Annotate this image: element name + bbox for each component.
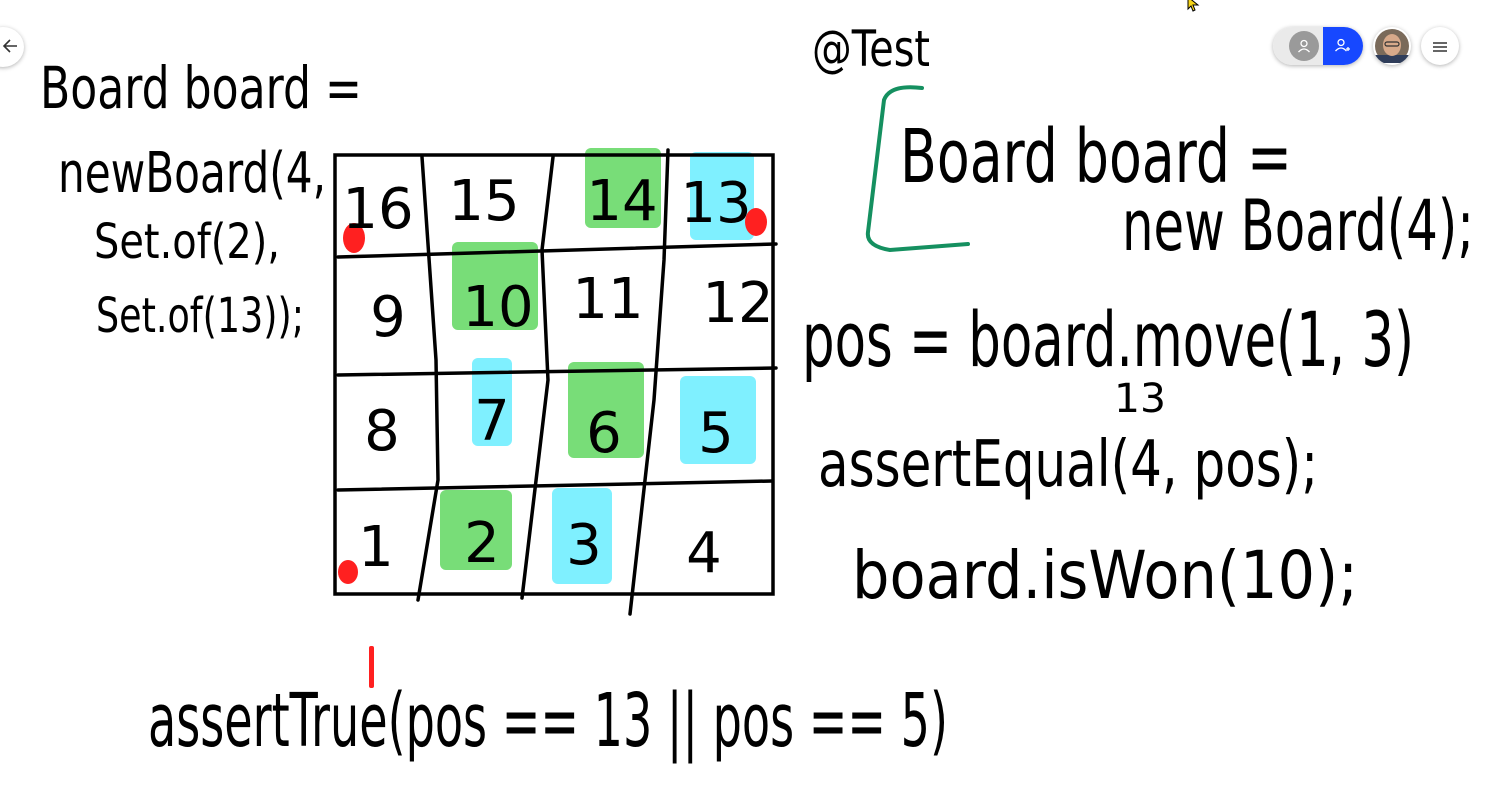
grid-numbers: 16 15 14 13 9 10 11 12 8 7 6 5 1 2 3 4 — [342, 169, 773, 586]
user-plus-icon — [1335, 37, 1351, 56]
green-highlight — [568, 362, 644, 458]
green-highlight — [440, 490, 512, 570]
cell-number: 1 — [358, 515, 394, 580]
cyan-highlight — [472, 358, 512, 446]
cell-number: 5 — [698, 401, 734, 466]
code-line: Set.of(2), — [94, 214, 280, 270]
mouse-cursor-icon — [1187, 0, 1201, 16]
cell-number: 2 — [464, 511, 500, 576]
code-line: Board board = — [900, 114, 1292, 200]
highlight-layer — [440, 148, 756, 584]
right-code-block: @Test Board board = new Board(4); pos = … — [802, 20, 1474, 614]
red-dot — [745, 208, 767, 236]
cyan-highlight — [690, 152, 754, 240]
user-icon — [1289, 31, 1319, 61]
top-right-toolbar — [1273, 27, 1459, 65]
code-line: board.isWon(10); — [852, 537, 1358, 614]
cell-number: 4 — [686, 521, 722, 586]
add-user-button[interactable] — [1323, 27, 1363, 65]
grid-lines — [333, 148, 778, 616]
code-line: new Board(4); — [1122, 185, 1474, 267]
green-highlight — [585, 148, 661, 228]
left-code-block: Board board = newBoard(4, Set.of(2), Set… — [40, 54, 362, 344]
cell-number: 8 — [364, 399, 400, 464]
code-line: newBoard(4, — [58, 141, 326, 206]
code-line: assertTrue(pos == 13 || pos == 5) — [148, 678, 948, 764]
avatar[interactable] — [1373, 27, 1411, 65]
red-markers — [338, 208, 767, 688]
cell-number: 9 — [370, 285, 406, 350]
hamburger-menu-icon — [1433, 37, 1447, 56]
code-line: pos = board.move(1, 3) — [802, 295, 1414, 384]
test-annotation: @Test — [812, 20, 930, 78]
cyan-highlight — [680, 376, 756, 464]
bottom-code-block: assertTrue(pos == 13 || pos == 5) — [148, 678, 948, 764]
cell-number: 15 — [448, 169, 519, 234]
cell-number: 10 — [462, 275, 533, 340]
red-dot — [338, 560, 358, 584]
menu-button[interactable] — [1421, 27, 1459, 65]
test-bracket — [865, 85, 970, 253]
cell-number: 12 — [702, 271, 773, 336]
cell-number: 16 — [342, 177, 413, 242]
code-line: Board board = — [40, 54, 362, 122]
red-dot — [343, 223, 365, 253]
view-mode-toggle[interactable] — [1273, 27, 1323, 65]
cell-number: 7 — [474, 389, 510, 454]
cell-number: 6 — [586, 401, 622, 466]
cell-number: 3 — [566, 513, 602, 578]
cell-number: 14 — [586, 169, 657, 234]
cell-number: 11 — [572, 267, 643, 332]
cyan-highlight — [552, 488, 612, 584]
code-note: 13 — [1114, 376, 1166, 422]
collaboration-toggle[interactable] — [1273, 27, 1363, 65]
green-highlight — [452, 242, 538, 330]
arrow-left-icon — [2, 38, 18, 57]
code-line: Set.of(13)); — [96, 288, 304, 344]
cell-number: 13 — [680, 171, 751, 236]
code-line: assertEqual(4, pos); — [818, 428, 1318, 502]
red-tick — [369, 646, 374, 688]
